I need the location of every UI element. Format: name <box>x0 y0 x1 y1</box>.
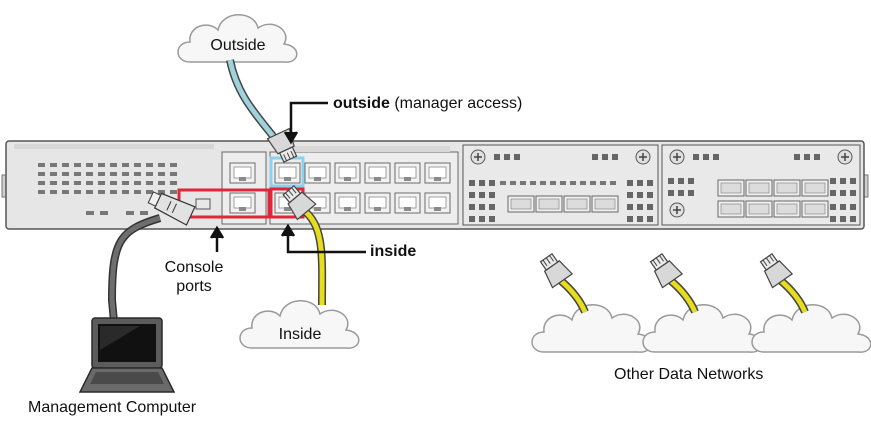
outside-callout-rest: (manager access) <box>389 95 523 112</box>
data-network-cloud-3 <box>751 303 871 353</box>
console-ports-label-line2: ports <box>176 278 212 295</box>
data-network-cable-1 <box>535 250 589 314</box>
outside-cloud-label: Outside <box>210 37 266 54</box>
management-computer-label: Management Computer <box>28 399 197 416</box>
network-module-2 <box>661 144 861 226</box>
console-ports-label: Console ports <box>152 258 236 296</box>
data-network-cable-3 <box>755 250 809 314</box>
data-network-cloud-2 <box>642 303 763 353</box>
outside-callout-line <box>283 101 328 145</box>
console-cable <box>107 191 196 323</box>
inside-callout: inside <box>370 243 417 260</box>
data-network-cable-2 <box>645 250 699 314</box>
outside-callout-bold: outside <box>333 95 390 112</box>
console-ports-label-line1: Console <box>164 259 224 276</box>
console-port-lower <box>229 192 256 214</box>
data-network-cloud-1 <box>531 303 652 353</box>
network-module-1 <box>462 144 659 226</box>
vent-grid <box>38 163 177 215</box>
inside-cloud-label: Inside <box>278 326 322 343</box>
console-callout-line <box>209 225 225 252</box>
console-port-upper <box>229 162 256 184</box>
outside-callout: outside (manager access) <box>333 94 522 113</box>
inside-cable <box>278 182 327 306</box>
other-data-networks-label: Other Data Networks <box>614 366 764 383</box>
outside-cable <box>226 59 302 165</box>
console-port-panel <box>195 151 267 225</box>
laptop-icon <box>78 317 176 393</box>
inside-callout-line <box>280 223 366 254</box>
